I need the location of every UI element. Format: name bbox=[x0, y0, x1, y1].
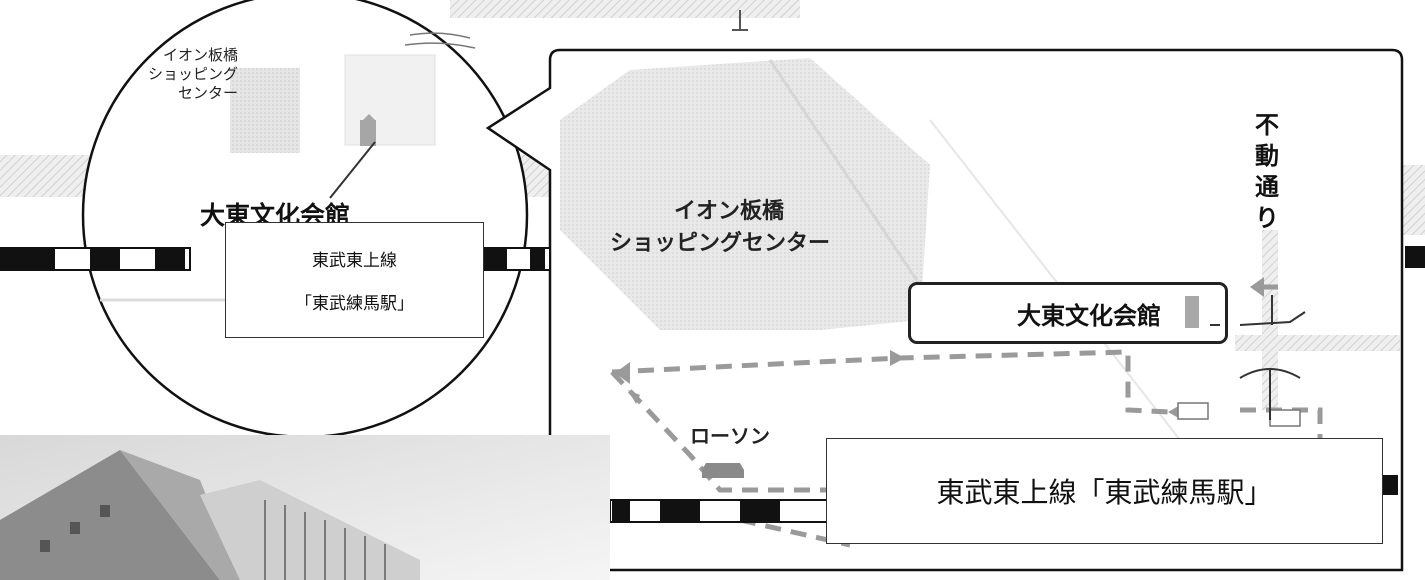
overview-mall-line-2: ショッピング bbox=[148, 65, 239, 83]
detail-mall-label: イオン板橋 ショッピングセンター bbox=[610, 196, 830, 260]
overview-mall-label: イオン板橋 ショッピング センター bbox=[148, 46, 238, 103]
street-label: 不 動 通 り bbox=[1255, 110, 1279, 234]
mall-shape bbox=[560, 58, 930, 330]
overview-station-name: 「東武練馬駅」 bbox=[295, 294, 414, 314]
lawson-icon bbox=[702, 463, 744, 478]
road-hatch-top bbox=[450, 0, 800, 18]
detail-mall-line-2: ショッピングセンター bbox=[610, 231, 831, 256]
overview-station-box: 東武東上線 「東武練馬駅」 bbox=[225, 222, 484, 338]
detail-station-box: 東武東上線「東武練馬駅」 bbox=[826, 438, 1383, 544]
overview-mall-line-3: センター bbox=[178, 84, 239, 102]
detail-hall-marker bbox=[1210, 324, 1220, 326]
railway-overview bbox=[0, 247, 551, 271]
building-photo bbox=[0, 435, 610, 580]
street-char-3: 通 bbox=[1255, 173, 1279, 201]
detail-hall-label: 大東文化会館 bbox=[1017, 301, 1161, 330]
detail-station-label: 東武東上線「東武練馬駅」 bbox=[936, 476, 1273, 509]
building-icon bbox=[360, 120, 376, 146]
detail-hall-box: 大東文化会館 bbox=[908, 282, 1228, 344]
street-char-2: 動 bbox=[1255, 142, 1279, 170]
overview-station-line: 東武東上線 bbox=[312, 251, 397, 271]
railway-detail bbox=[609, 246, 1425, 523]
detail-mall-line-1: イオン板橋 bbox=[674, 199, 785, 224]
overview-mall-line-1: イオン板橋 bbox=[163, 46, 239, 64]
lawson-label: ローソン bbox=[690, 424, 770, 448]
street-char-4: り bbox=[1255, 204, 1279, 232]
detail-hall-building-icon bbox=[1185, 296, 1199, 328]
street-char-1: 不 bbox=[1255, 111, 1279, 139]
